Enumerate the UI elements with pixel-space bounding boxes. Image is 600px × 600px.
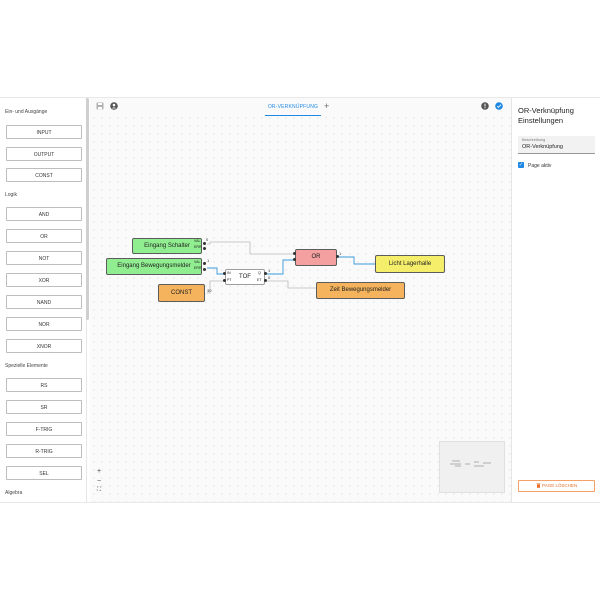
save-icon[interactable] (96, 102, 104, 112)
node-label: CONST (171, 290, 192, 296)
wires (207, 241, 375, 294)
palette-not-button[interactable]: NOT (6, 251, 82, 265)
port-val: VAL (194, 260, 201, 264)
add-tab-icon[interactable]: + (324, 101, 330, 111)
node-label: Eingang Bewegungsmelder (117, 263, 191, 269)
wire-tof-or (265, 259, 295, 275)
output-dot[interactable] (336, 255, 339, 258)
check-circle-icon[interactable] (495, 102, 503, 112)
port-et: ET (257, 278, 262, 282)
output-dot[interactable] (203, 262, 206, 265)
port-in: IN (227, 271, 231, 275)
flow-canvas[interactable]: OR-VERKNÜPFUNG + Eingang Schalter VAL ER… (90, 98, 511, 502)
output-dot[interactable] (264, 272, 267, 275)
wire-bewegung-tof (207, 267, 225, 275)
output-dot[interactable] (264, 279, 267, 282)
wire-value: 0 (268, 275, 271, 280)
port-val: VAL (194, 239, 201, 243)
wire-const-tof (207, 280, 225, 294)
palette-input-button[interactable]: INPUT (6, 125, 82, 139)
page-active-checkbox[interactable]: ✓ (518, 162, 524, 168)
port-pt: PT (227, 278, 232, 282)
node-zeit-bewegungsmelder[interactable]: Zeit Bewegungsmelder (316, 282, 405, 299)
palette-xor-button[interactable]: XOR (6, 273, 82, 287)
delete-page-button[interactable]: PAGE LÖSCHEN (518, 480, 595, 492)
zoom-out-button[interactable]: − (96, 478, 102, 485)
node-licht-lagerhalle[interactable]: Licht Lagerhalle (375, 255, 445, 273)
wire-value: 0 (206, 237, 209, 242)
wire-tof-zeit (265, 280, 316, 289)
section-title-algebra: Algebra (5, 490, 23, 496)
output-dot[interactable] (203, 268, 206, 271)
zoom-in-button[interactable]: + (96, 468, 102, 475)
input-dot[interactable] (293, 252, 296, 255)
trash-icon (536, 483, 541, 488)
palette-scrollbar[interactable] (86, 98, 89, 320)
input-dot[interactable] (293, 258, 296, 261)
minimap-preview (450, 460, 491, 467)
port-err: ERR (194, 245, 202, 249)
node-or[interactable]: OR (295, 249, 337, 266)
palette-xnor-button[interactable]: XNOR (6, 339, 82, 353)
description-value[interactable]: OR-Verknüpfung (522, 144, 563, 150)
port-err: ERR (194, 266, 202, 270)
minimap[interactable] (439, 441, 505, 493)
info-icon[interactable] (481, 102, 489, 112)
node-label: TOF (239, 274, 251, 280)
port-q: Q (258, 271, 261, 275)
section-title-io: Ein- und Ausgänge (5, 109, 48, 115)
wire-or-licht (337, 256, 375, 265)
node-eingang-bewegungsmelder[interactable]: Eingang Bewegungsmelder (106, 258, 202, 275)
palette-const-button[interactable]: CONST (6, 168, 82, 182)
palette-sr-button[interactable]: SR (6, 400, 82, 414)
section-title-special: Spezielle Elemente (5, 363, 48, 369)
wire-value: 1 (207, 258, 210, 263)
description-label: Beschreibung (522, 138, 546, 142)
node-label: Licht Lagerhalle (388, 261, 432, 267)
palette-sel-button[interactable]: SEL (6, 466, 82, 480)
node-label: OR (311, 254, 321, 260)
output-dot[interactable] (203, 247, 206, 250)
settings-panel: OR-Verknüpfung Einstellungen Beschreibun… (511, 98, 600, 502)
wire-value: 1 (268, 268, 271, 273)
wire-value: 1 (339, 251, 342, 256)
palette-or-button[interactable]: OR (6, 229, 82, 243)
palette-ftrig-button[interactable]: F-TRIG (6, 422, 82, 436)
input-dot[interactable] (223, 272, 226, 275)
wire-value: 30 (207, 288, 212, 293)
node-tof[interactable]: TOF (225, 269, 265, 285)
page-active-label: Page aktiv (528, 163, 552, 169)
section-title-logic: Logik (5, 192, 17, 198)
palette-rs-button[interactable]: RS (6, 378, 82, 392)
tab-bar: OR-VERKNÜPFUNG + (90, 98, 511, 116)
element-palette: Ein- und Ausgänge INPUT OUTPUT CONST Log… (0, 98, 87, 502)
node-label: Eingang Schalter (144, 243, 190, 249)
wire-schalter-or (207, 241, 295, 255)
node-const[interactable]: CONST (158, 284, 205, 302)
settings-title: OR-Verknüpfung Einstellungen (518, 106, 574, 125)
tab-or-verknuepfung[interactable]: OR-VERKNÜPFUNG (265, 102, 321, 116)
palette-nand-button[interactable]: NAND (6, 295, 82, 309)
palette-nor-button[interactable]: NOR (6, 317, 82, 331)
account-icon[interactable] (110, 102, 118, 112)
node-label: Zeit Bewegungsmelder (329, 287, 392, 293)
palette-rtrig-button[interactable]: R-TRIG (6, 444, 82, 458)
description-field[interactable]: Beschreibung OR-Verknüpfung (518, 136, 595, 154)
output-dot[interactable] (203, 242, 206, 245)
node-eingang-schalter[interactable]: Eingang Schalter (132, 238, 202, 254)
input-dot[interactable] (223, 279, 226, 282)
app-window: Ein- und Ausgänge INPUT OUTPUT CONST Log… (0, 97, 600, 503)
fit-view-button[interactable]: ⛶ (96, 487, 102, 493)
palette-output-button[interactable]: OUTPUT (6, 147, 82, 161)
delete-page-label: PAGE LÖSCHEN (542, 483, 578, 488)
palette-and-button[interactable]: AND (6, 207, 82, 221)
